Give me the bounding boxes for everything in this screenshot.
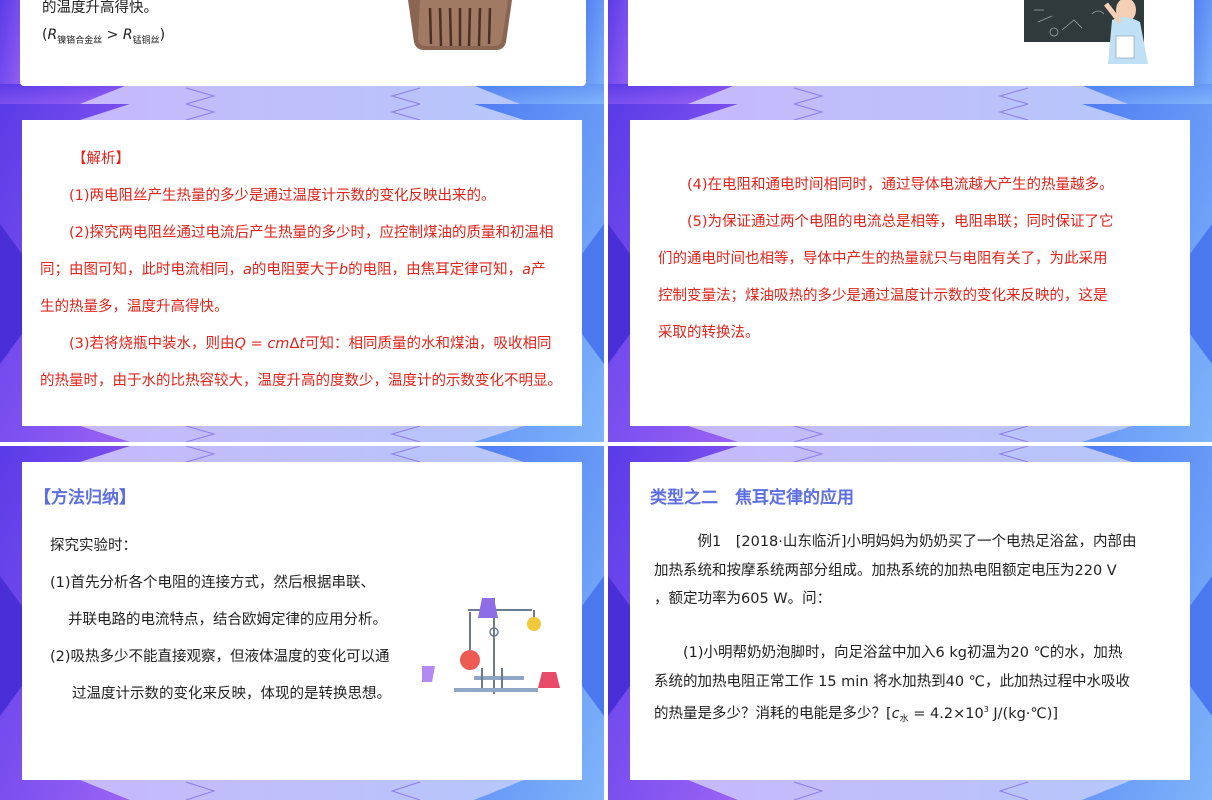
slide-4[interactable]: (4)在电阻和通电时间相同时，通过导体电流越大产生的热量越多。 (5)为保证通过… [608,104,1212,442]
basket-illustration [408,0,512,50]
slide-card [630,462,1190,780]
formula-open: ( [42,27,48,43]
analysis-point-2-line-3: 生的热量多，温度升高得快。 [40,299,229,315]
r-manganin-sub: 锰铜丝 [132,35,160,46]
analysis-point-2-line-1: (2)探究两电阻丝通过电流后产生热量的多少时，应控制煤油的质量和初温相 [69,225,554,241]
r-nichrome-sub: 镍铬合金丝 [57,35,103,46]
slide-2[interactable] [608,0,1212,104]
r-manganin: R [122,27,133,43]
analysis-point-5-line-2: 们的通电时间也相等，导体中产生的热量就只与电阻有关了，为此采用 [658,251,1108,267]
method-intro: 探究实验时： [50,538,137,554]
slide-5[interactable]: 【方法归纳】 探究实验时： (1)首先分析各个电阻的连接方式，然后根据串联、 并… [0,446,604,800]
slide-6[interactable]: 类型之二 焦耳定律的应用 例1 [2018·山东临沂]小明妈妈为奶奶买了一个电热… [608,446,1212,800]
analysis-point-3-line-2: 的热量时，由于水的比热容较大，温度升高的度数少，温度计的示数变化不明显。 [40,373,562,389]
question-1-line-1: (1)小明帮奶奶泡脚时，向足浴盆中加入6 kg初温为20 ℃的水，加热 [683,645,1123,661]
example-line-1: 例1 [2018·山东临沂]小明妈妈为奶奶买了一个电热足浴盆，内部由 [697,534,1137,550]
slide-card [22,462,582,780]
analysis-point-5-line-4: 采取的转换法。 [658,325,760,341]
r-nichrome: R [47,27,58,43]
slide-card [22,120,582,426]
analysis-point-5-line-1: (5)为保证通过两个电阻的电流总是相等，电阻串联；同时保证了它 [687,214,1114,230]
resistance-formula: (R镍铬合金丝 > R锰铜丝) [42,17,165,60]
question-body: (1)小明帮奶奶泡脚时，向足浴盆中加入6 kg初温为20 ℃的水，加热 系统的加… [654,639,1184,734]
slide-card [630,120,1190,426]
analysis-point-5-line-3: 控制变量法；煤油吸热的多少是通过温度计示数的变化来反映的，这是 [658,288,1108,304]
analysis-point-1: (1)两电阻丝产生热量的多少是通过温度计示数的变化反映出来的。 [69,188,496,204]
formula-close: ) [159,27,166,43]
method-item-2-line-1: (2)吸热多少不能直接观察，但液体温度的变化可以通 [50,649,390,665]
slide-1[interactable]: 的温度升高得快。 (R镍铬合金丝 > R锰铜丝) [0,0,604,104]
analysis-title: 【解析】 [72,151,130,167]
lab-equipment-icon [422,598,560,694]
analysis-point-2-line-2: 同；由图可知，此时电流相同，a的电阻要大于b的电阻，由焦耳定律可知，a产 [40,262,546,278]
section-title: 类型之二 焦耳定律的应用 [650,488,854,508]
analysis-point-4: (4)在电阻和通电时间相同时，通过导体电流越大产生的热量越多。 [687,177,1114,193]
method-item-1-line-1: (1)首先分析各个电阻的连接方式，然后根据串联、 [50,575,376,591]
teacher-illustration [1024,0,1148,64]
question-1-line-2: 系统的加热电阻正常工作 15 min 将水加热到40 ℃，此加热过程中水吸收 [654,673,1130,690]
method-summary-body: 探究实验时： (1)首先分析各个电阻的连接方式，然后根据串联、 并联电路的电流特… [50,528,430,713]
analysis-body-continued: (4)在电阻和通电时间相同时，通过导体电流越大产生的热量越多。 (5)为保证通过… [658,167,1188,352]
analysis-point-3-line-1: (3)若将烧瓶中装水，则由Q = cmΔt可知：相同质量的水和煤油，吸收相同 [69,336,552,352]
question-1-line-3: 的热量是多少？消耗的电能是多少？[c水 = 4.2×103 J/(kg·℃)] [654,705,1059,725]
example-body: 例1 [2018·山东临沂]小明妈妈为奶奶买了一个电热足浴盆，内部由 加热系统和… [654,528,1184,614]
method-item-1-line-2: 并联电路的电流特点，结合欧姆定律的应用分析。 [68,612,387,628]
greater-than: > [102,27,123,43]
analysis-body: 【解析】 (1)两电阻丝产生热量的多少是通过温度计示数的变化反映出来的。 (2)… [40,141,588,400]
method-summary-title: 【方法归纳】 [34,488,136,508]
slide-3[interactable]: 【解析】 (1)两电阻丝产生热量的多少是通过温度计示数的变化反映出来的。 (2)… [0,104,604,442]
text-line: 的温度升高得快。 [42,0,158,16]
example-line-2: 加热系统和按摩系统两部分组成。加热系统的加热电阻额定电压为220 V [654,562,1117,579]
example-line-3: ，额定功率为605 W。问： [654,591,832,607]
method-item-2-line-2: 过温度计示数的变化来反映，体现的是转换思想。 [72,686,391,702]
